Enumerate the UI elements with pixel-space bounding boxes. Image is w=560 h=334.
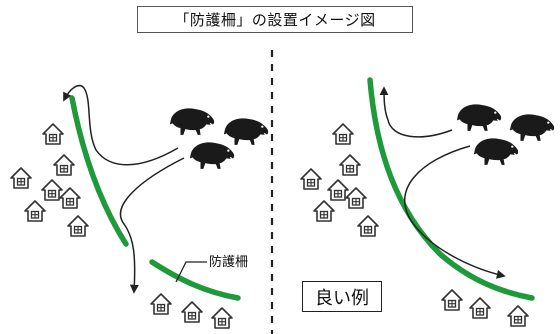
left-panel bbox=[10, 84, 269, 329]
left-arrow-up bbox=[63, 84, 179, 166]
boar-icon bbox=[473, 137, 519, 166]
good-example-label: 良い例 bbox=[302, 281, 382, 312]
house-icon bbox=[211, 307, 233, 329]
boar-icon bbox=[189, 141, 235, 170]
right-arrow-up bbox=[379, 86, 453, 138]
house-icon bbox=[150, 293, 172, 315]
house-icon bbox=[357, 215, 379, 237]
right-panel bbox=[300, 77, 555, 327]
house-icon bbox=[345, 187, 367, 209]
fence-label: 防護柵 bbox=[209, 255, 249, 270]
left-fence bbox=[69, 95, 129, 247]
boar-icon bbox=[223, 117, 269, 146]
house-icon bbox=[327, 179, 349, 201]
boar-icon bbox=[169, 107, 215, 136]
boar-icon bbox=[456, 103, 502, 132]
house-icon bbox=[469, 297, 491, 319]
house-icon bbox=[53, 154, 75, 176]
fence-label-leader bbox=[175, 261, 207, 283]
house-icon bbox=[10, 167, 32, 189]
house-icon bbox=[24, 200, 46, 222]
right-fence bbox=[367, 77, 535, 301]
left-arrow-down bbox=[119, 157, 185, 294]
house-icon bbox=[181, 301, 203, 323]
boar-icon bbox=[509, 113, 555, 142]
house-icon bbox=[339, 154, 361, 176]
left-fence-lower bbox=[149, 259, 241, 301]
house-icon bbox=[41, 179, 63, 201]
house-icon bbox=[313, 200, 335, 222]
house-icon bbox=[332, 123, 354, 145]
house-icon bbox=[67, 215, 89, 237]
house-icon bbox=[59, 187, 81, 209]
house-icon bbox=[441, 289, 463, 311]
diagram-title: 「防護柵」の設置イメージ図 bbox=[137, 6, 413, 33]
house-icon bbox=[42, 123, 64, 145]
right-arrow-down bbox=[404, 145, 506, 279]
house-icon bbox=[507, 305, 529, 327]
house-icon bbox=[300, 168, 322, 190]
